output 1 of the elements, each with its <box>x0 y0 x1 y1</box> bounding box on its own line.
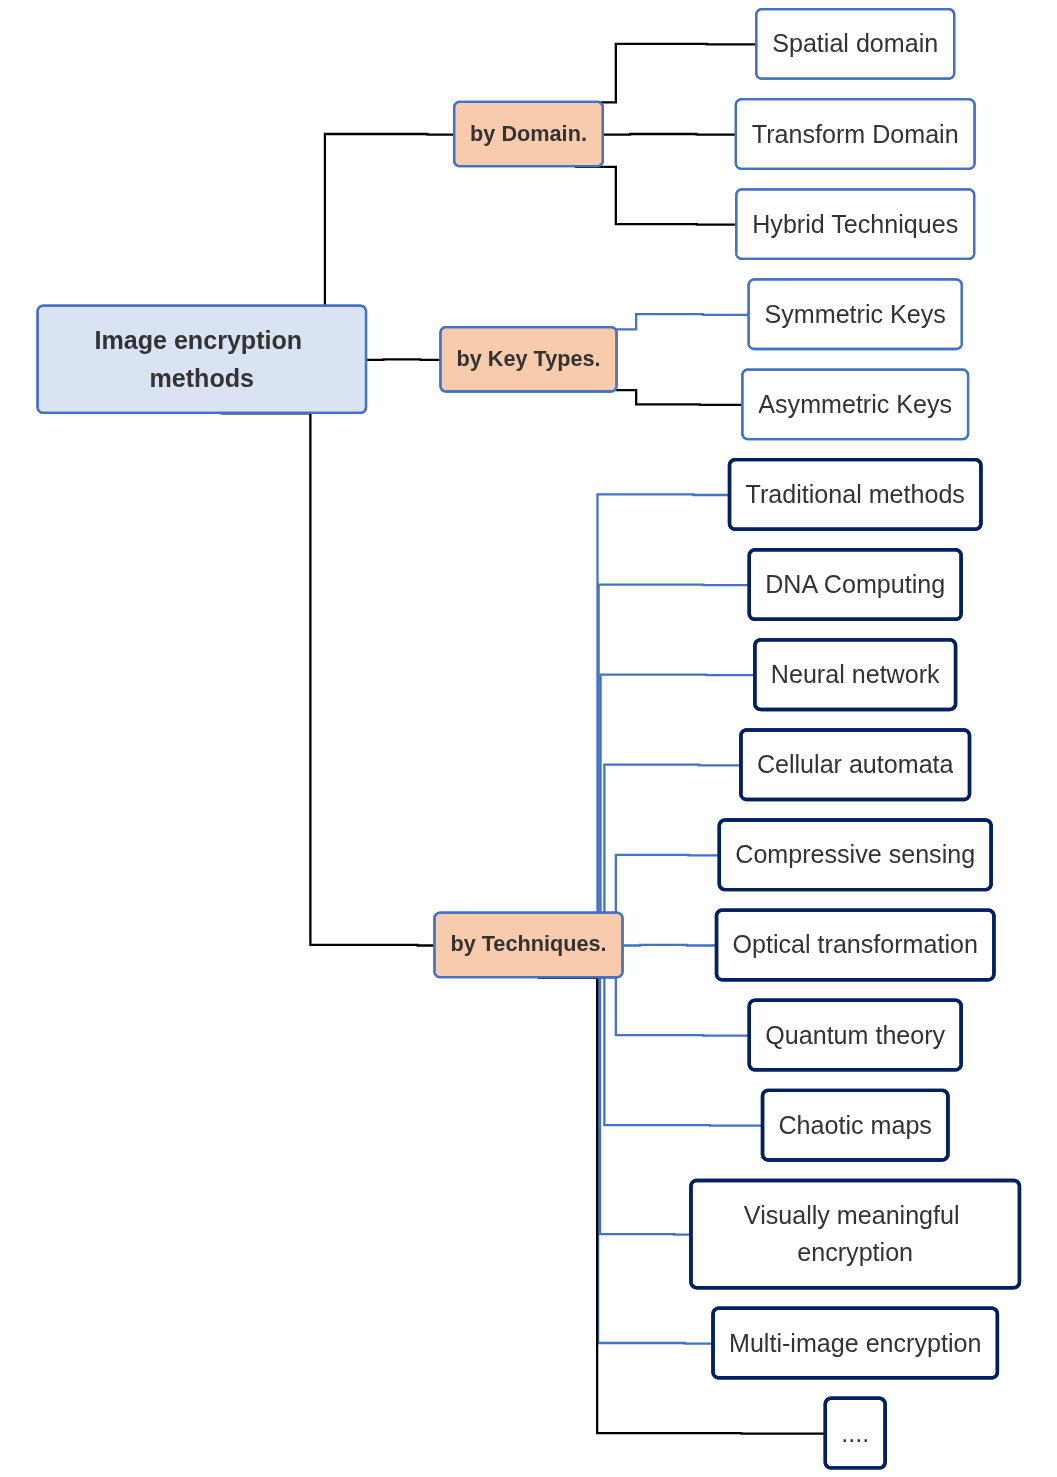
connector <box>615 389 743 407</box>
